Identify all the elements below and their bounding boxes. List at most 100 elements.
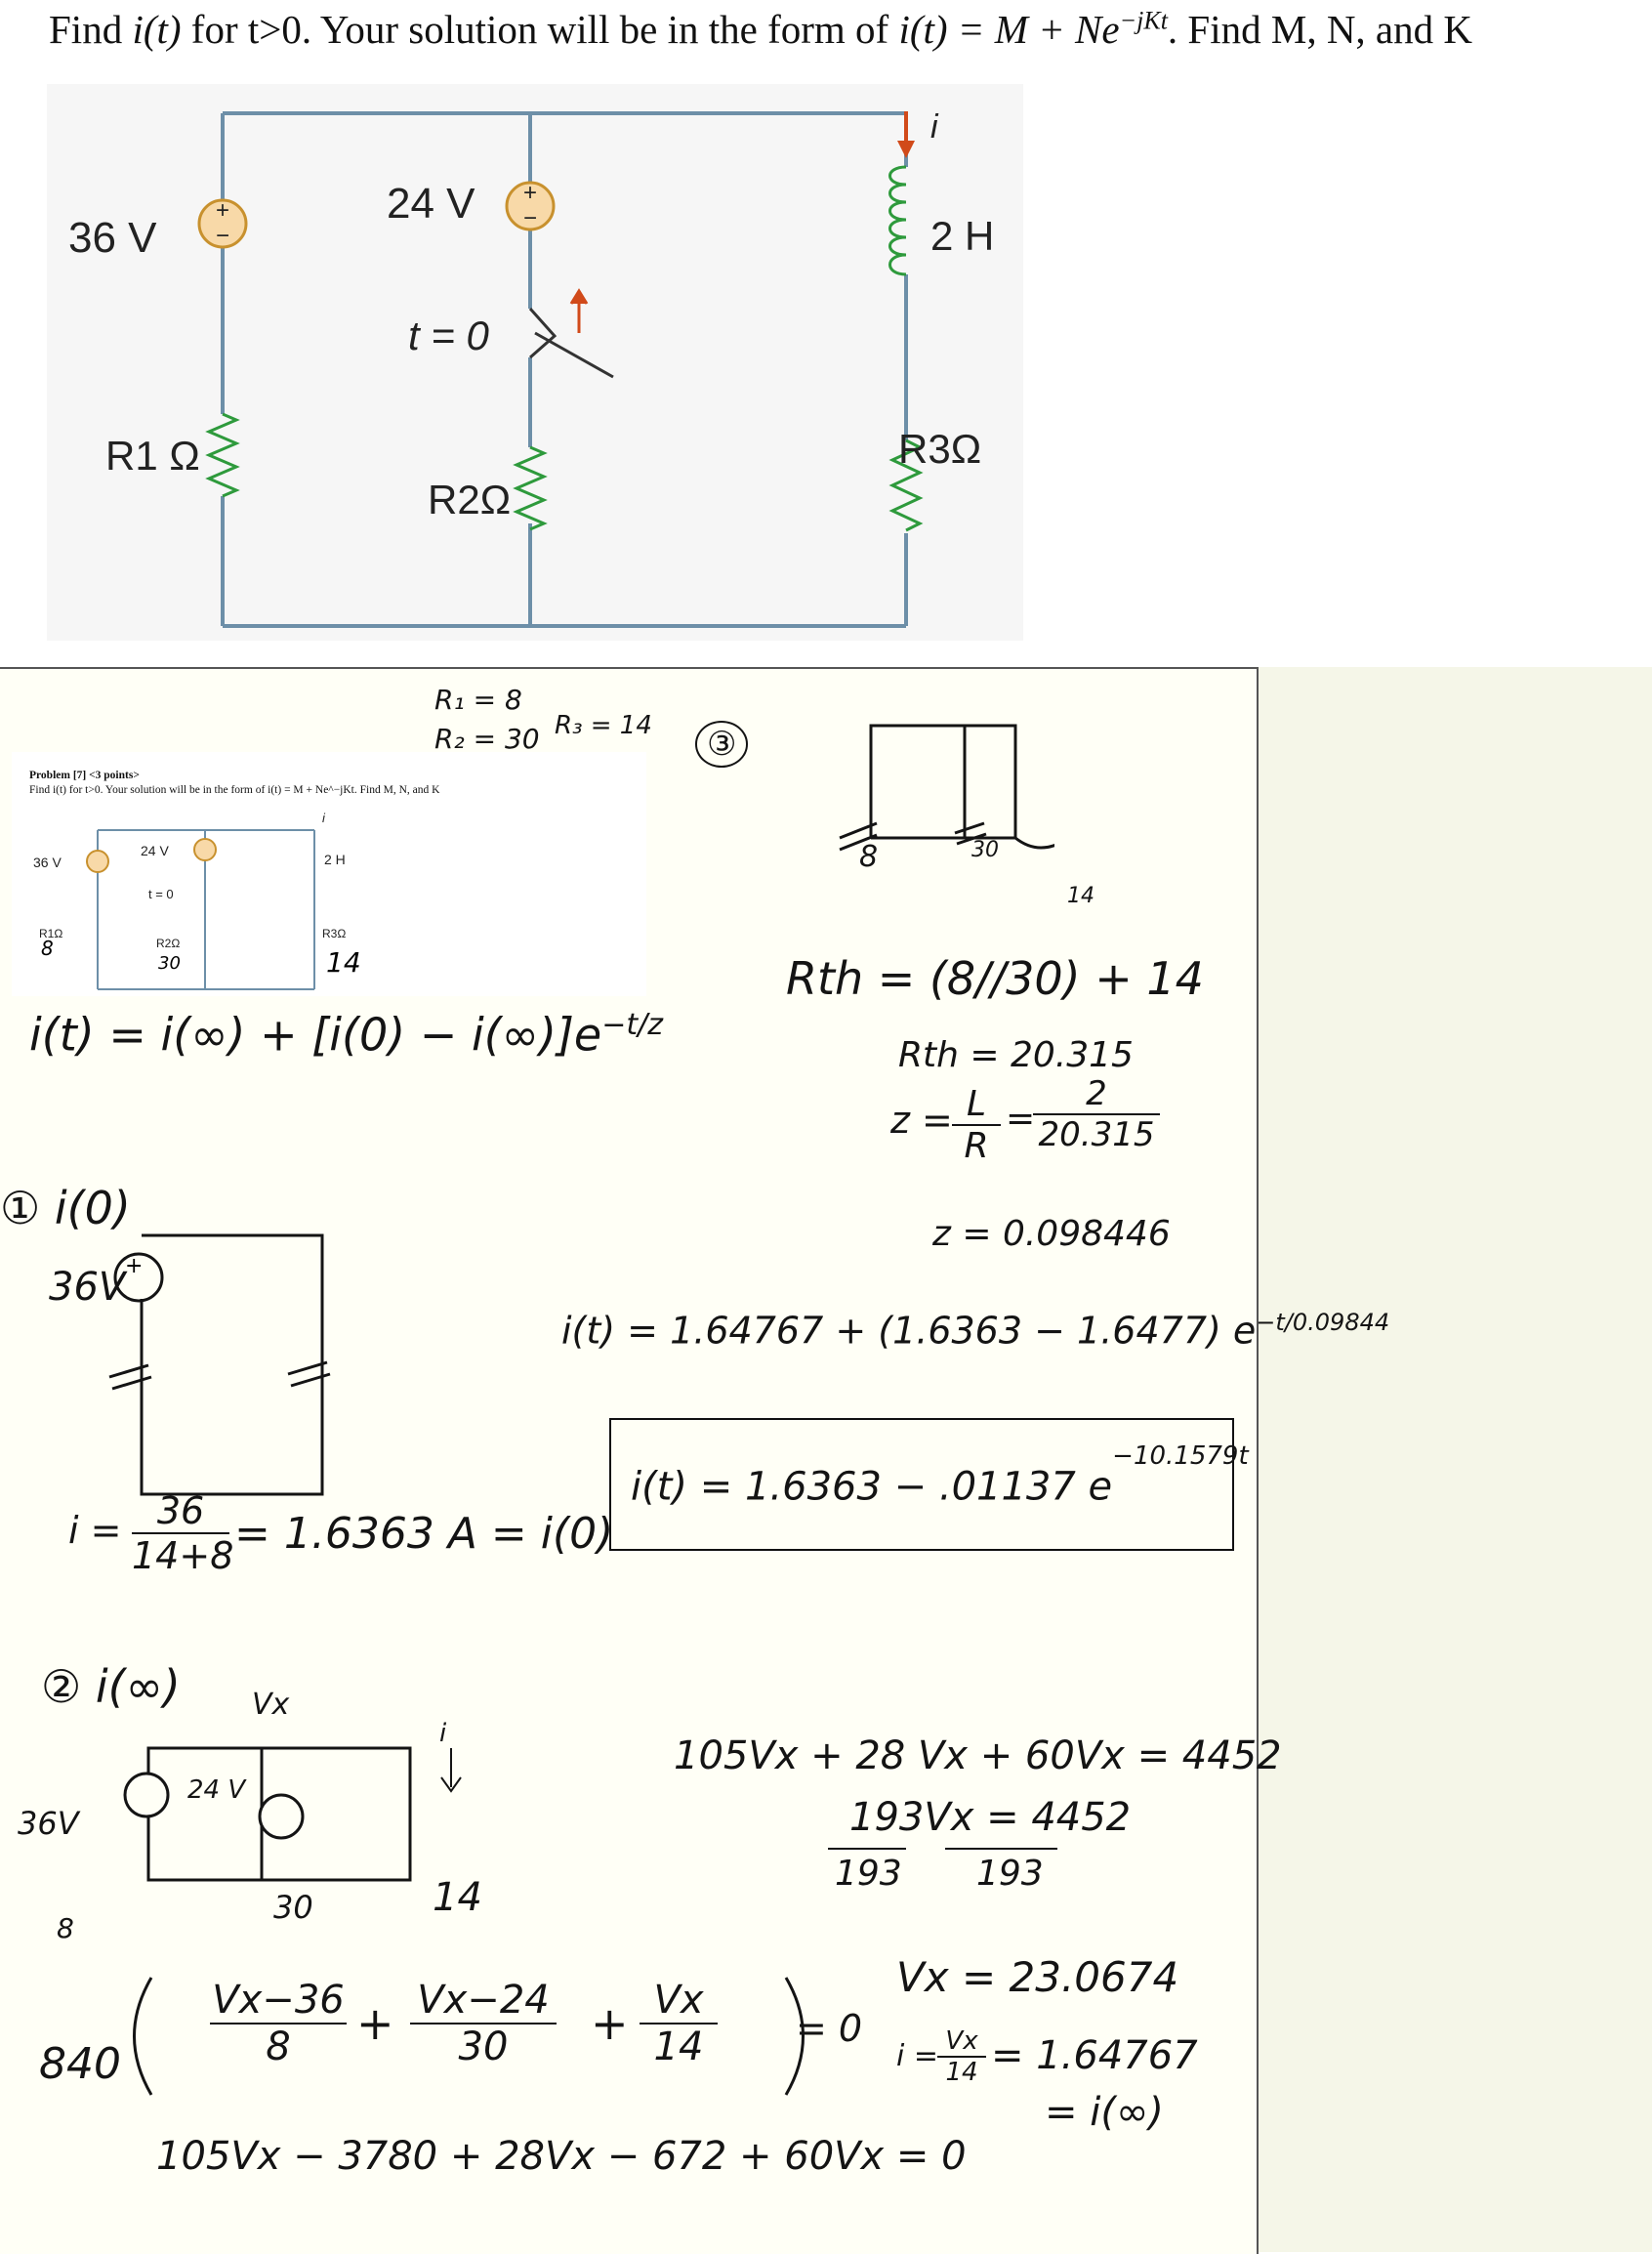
switch-label: t = 0 — [408, 313, 490, 358]
pasted-problem-thumbnail: 36 V 24 V t = 0 2 H i R1Ω R2Ω R3Ω 8 30 1… — [12, 752, 646, 996]
circuit-svg: + − 36 V + − 24 V t = 0 R1 Ω R2Ω R3Ω 2 H — [68, 108, 994, 628]
general-formula: i(t) = i(∞) + [i(0) − i(∞)]e−t/z — [29, 1008, 663, 1062]
step2-r14: 14 — [433, 1875, 482, 1920]
mini-circuit-svg: 36 V 24 V t = 0 2 H i R1Ω R2Ω R3Ω 8 30 1… — [33, 811, 361, 990]
mini-source-24v — [193, 838, 217, 861]
sum-fraction-bars — [828, 1848, 1057, 1850]
step2-i-label: i — [439, 1719, 447, 1748]
voltage-source-24v: + − — [505, 180, 556, 231]
svg-text:+: + — [216, 197, 229, 224]
step2-r30: 30 — [273, 1889, 313, 1926]
mini-problem-text: Find i(t) for t>0. Your solution will be… — [29, 784, 440, 796]
svg-text:36 V: 36 V — [33, 855, 62, 870]
nodal-term2: Vx−24 30 — [410, 1978, 557, 2069]
resistor-r3 — [888, 438, 924, 532]
current-label: i — [930, 108, 939, 146]
step2-vx: Vx — [252, 1688, 290, 1722]
i-inf-value: = 1.64767 — [991, 2033, 1198, 2078]
final-answer: i(t) = 1.6363 − .01137 e−10.1579t — [631, 1441, 1249, 1510]
mini-r1-value: 8 — [41, 937, 54, 960]
mini-problem-header: Problem [7] <3 points> Find i(t) for t>0… — [29, 769, 439, 798]
nodal-equals-zero: = 0 — [796, 2007, 863, 2050]
step2-24v: 24 V — [187, 1775, 246, 1805]
svg-text:−: − — [523, 205, 537, 231]
nodal-brackets — [133, 1977, 805, 2096]
inductor-label: 2 H — [930, 213, 994, 259]
svg-text:R2Ω: R2Ω — [156, 937, 180, 950]
tau-value: z = 0.098446 — [932, 1214, 1171, 1254]
side-margin — [1259, 667, 1652, 2252]
i-inf-label: = i(∞) — [1045, 2090, 1164, 2135]
voltage-source-36v: + − — [197, 197, 248, 249]
problem-statement: Find i(t) for t>0. Your solution will be… — [49, 6, 1631, 53]
step2-circuit-sketch — [123, 1746, 462, 1882]
step2-r8: 8 — [57, 1912, 74, 1944]
statement-form: i(t) = M + Ne — [898, 7, 1120, 52]
collected-equation: 105Vx + 28 Vx + 60Vx = 4452 — [674, 1733, 1282, 1778]
circuit-diagram: + − 36 V + − 24 V t = 0 R1 Ω R2Ω R3Ω 2 H — [47, 84, 1023, 641]
step3-label: ③ — [695, 721, 749, 768]
current-arrow-icon — [897, 111, 915, 158]
vx-result: Vx = 23.0674 — [896, 1953, 1179, 2001]
nodal-plus-2: + — [591, 1997, 629, 2050]
i-inf-lhs: i = — [896, 2039, 939, 2073]
step3-r8: 8 — [859, 840, 879, 874]
statement-suffix: . Find M, N, and K — [1167, 7, 1472, 52]
step1-circuit-sketch: + — [108, 1233, 331, 1496]
step1-result: = 1.6363 A = i(0) — [234, 1509, 614, 1559]
statement-exponent: −jKt — [1119, 6, 1168, 35]
given-r2: R₂ = 30 — [434, 723, 540, 755]
nodal-term1: Vx−36 8 — [210, 1978, 347, 2069]
i-inf-fraction: Vx 14 — [937, 2026, 986, 2087]
svg-text:+: + — [125, 1254, 143, 1278]
mini-r2-value: 30 — [158, 953, 181, 974]
svg-text:24 V: 24 V — [141, 843, 169, 858]
step1-fraction: 36 14+8 — [132, 1489, 234, 1577]
step3-circuit-sketch — [839, 724, 1054, 852]
sum-equation: 193Vx = 4452 — [849, 1795, 1132, 1840]
expanded-equation: 105Vx − 3780 + 28Vx − 672 + 60Vx = 0 — [156, 2134, 967, 2179]
svg-text:t = 0: t = 0 — [148, 887, 174, 901]
inductor — [888, 165, 907, 276]
rth-formula: Rth = (8//30) + 14 — [786, 952, 1204, 1005]
mini-r3-value: 14 — [326, 946, 361, 979]
step1-label: ① i(0) — [0, 1182, 131, 1234]
statement-prefix: Find — [49, 7, 123, 52]
tau-fraction-lr: L R — [952, 1084, 1001, 1166]
given-r1: R₁ = 8 — [434, 684, 522, 716]
rth-value: Rth = 20.315 — [898, 1035, 1134, 1075]
statement-middle: for t>0. Your solution will be in the fo… — [190, 7, 889, 52]
final-answer-box: i(t) = 1.6363 − .01137 e−10.1579t — [609, 1418, 1249, 1551]
step2-36v: 36V — [18, 1805, 79, 1842]
svg-text:+: + — [523, 180, 537, 206]
tau-lhs: z = — [890, 1099, 953, 1142]
sum-denominator-left: 193 — [835, 1854, 902, 1894]
mini-source-36v — [86, 850, 109, 873]
svg-text:2 H: 2 H — [324, 852, 346, 867]
svg-text:−: − — [216, 223, 229, 249]
statement-function: i(t) — [132, 7, 182, 52]
given-r3: R₃ = 14 — [555, 711, 652, 740]
tau-equals: = — [1006, 1099, 1036, 1139]
resistor-r2-label: R2Ω — [428, 477, 511, 522]
svg-text:R3Ω: R3Ω — [322, 927, 346, 940]
mini-problem-number: Problem [7] <3 points> — [29, 770, 140, 781]
step2-label: ② i(∞) — [41, 1660, 181, 1713]
step3-r30: 30 — [971, 838, 999, 862]
resistor-r2 — [513, 445, 548, 531]
resistor-r1 — [205, 412, 240, 498]
source-36v-label: 36 V — [68, 214, 157, 262]
nodal-plus-1: + — [356, 1997, 394, 2050]
svg-text:i: i — [322, 811, 326, 825]
resistor-r1-label: R1 Ω — [105, 433, 200, 479]
nodal-term3: Vx 14 — [640, 1978, 718, 2069]
source-24v-label: 24 V — [387, 180, 475, 228]
step1-source: 36V — [49, 1265, 126, 1310]
step1-current-eq: i = — [68, 1509, 122, 1552]
it-substituted: i(t) = 1.64767 + (1.6363 − 1.6477) e−t/0… — [561, 1309, 1390, 1353]
tau-fraction-values: 2 20.315 — [1033, 1074, 1160, 1154]
sum-denominator-right: 193 — [976, 1854, 1044, 1894]
nodal-factor: 840 — [39, 2039, 121, 2089]
step3-r14: 14 — [1067, 884, 1094, 908]
resistor-r3-label: R3Ω — [898, 426, 981, 472]
